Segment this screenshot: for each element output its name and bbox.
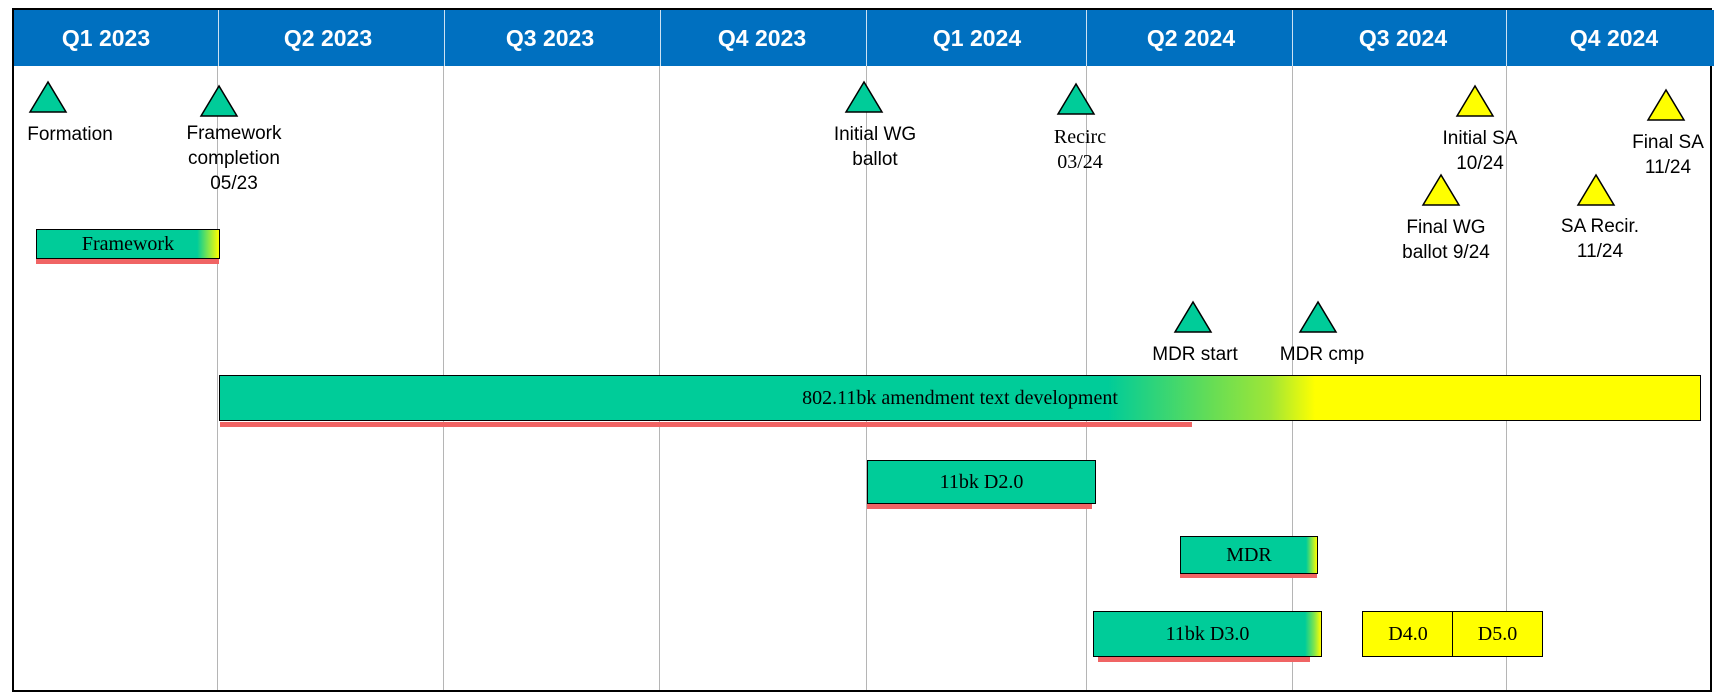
quarter-q4-2023: Q4 2023 (717, 24, 807, 51)
framework-bar-underline (36, 259, 219, 264)
d2-bar: 11bk D2.0 (867, 460, 1096, 504)
label-recirc: Recirc 03/24 (1053, 126, 1107, 173)
milestone-recirc-triangle (1056, 82, 1096, 115)
d3-bar-underline (1098, 657, 1310, 662)
milestone-initial-sa-triangle (1455, 84, 1495, 117)
quarter-header: Q1 2023 Q2 2023 Q3 2023 Q4 2023 Q1 2024 … (14, 10, 1714, 66)
label-final-sa: Final SA 11/24 (1632, 132, 1704, 178)
quarter-q2-2023: Q2 2023 (283, 24, 373, 51)
diagram-frame (12, 8, 1712, 692)
d5-bar: D5.0 (1452, 611, 1543, 657)
quarter-q1-2024: Q1 2024 (932, 24, 1022, 51)
milestone-mdr-start-triangle (1173, 300, 1213, 333)
d2-bar-underline (867, 504, 1092, 509)
label-final-wg-ballot: Final WG ballot 9/24 (1402, 217, 1490, 263)
milestone-final-wg-triangle (1421, 173, 1461, 206)
label-sa-recir: SA Recir. 11/24 (1560, 216, 1640, 262)
milestone-final-sa-triangle (1646, 88, 1686, 121)
quarter-q2-2024: Q2 2024 (1146, 24, 1236, 51)
label-framework-completion: Framework completion 05/23 (186, 123, 282, 194)
milestone-formation-triangle (28, 80, 68, 113)
mdr-bar-underline (1180, 573, 1317, 578)
quarter-q1-2023: Q1 2023 (61, 24, 151, 51)
label-mdr-cmp: MDR cmp (1279, 344, 1365, 365)
mdr-bar: MDR (1180, 536, 1318, 574)
gridline (217, 66, 218, 690)
label-initial-wg-ballot: Initial WG ballot (833, 124, 917, 170)
milestone-initial-wg-triangle (844, 80, 884, 113)
milestone-framework-triangle (199, 84, 239, 117)
amendment-bar-underline (220, 422, 1192, 427)
d4-bar: D4.0 (1362, 611, 1454, 657)
quarter-q4-2024: Q4 2024 (1569, 24, 1659, 51)
label-formation: Formation (27, 124, 113, 145)
label-mdr-start: MDR start (1152, 344, 1238, 365)
milestone-sa-recir-triangle (1576, 173, 1616, 206)
quarter-q3-2024: Q3 2024 (1358, 24, 1448, 51)
label-initial-sa: Initial SA 10/24 (1442, 128, 1518, 174)
amendment-bar: 802.11bk amendment text development (219, 375, 1701, 421)
d3-bar: 11bk D3.0 (1093, 611, 1322, 657)
quarter-q3-2023: Q3 2023 (505, 24, 595, 51)
framework-bar: Framework (36, 229, 220, 259)
milestone-mdr-cmp-triangle (1298, 300, 1338, 333)
